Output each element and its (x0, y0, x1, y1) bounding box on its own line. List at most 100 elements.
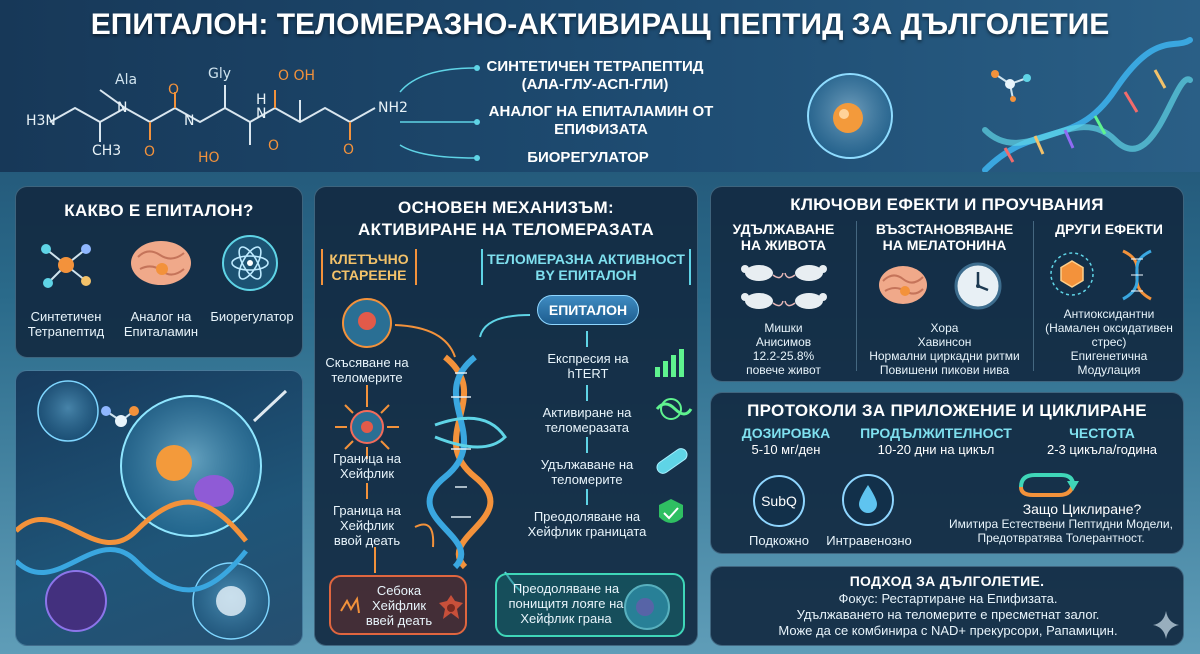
antioxidant-hexagon-icon (1050, 252, 1094, 296)
protocol-duration-value: 10-20 дни на цикъл (877, 442, 995, 457)
effect-lifespan-text: Мишки Анисимов 12.2-25.8% повече живот (711, 321, 856, 377)
effect-melatonin-t2: Хавинсон (917, 335, 972, 349)
nh2-label: NH2 (378, 100, 408, 116)
overcome-result-text: Преодоляване на понищитя лояге на Хейфли… (501, 581, 631, 626)
protocol-dosage: ДОЗИРОВКА 5-10 мг/ден (711, 425, 861, 457)
callout-epitalamin-line1: АНАЛОГ НА ЕПИТАЛАМИН ОТ (488, 103, 714, 120)
step-htert-l1: Експресия на (547, 351, 629, 366)
callout-epitalamin: АНАЛОГ НА ЕПИТАЛАМИН ОТ ЕПИФИЗАТА (476, 103, 726, 139)
epitalon-pill[interactable]: ЕПИТАЛОН (537, 295, 639, 325)
o-label-3: O (268, 138, 280, 154)
mechanism-title: ОСНОВЕН МЕХАНИЗЪМ: АКТИВИРАНЕ НА ТЕЛОМЕР… (315, 197, 697, 241)
cellular-aging-header: КЛЕТЪЧНО СТАРЕЕНЕ (321, 249, 417, 285)
effect-melatonin-t1: Хора (930, 321, 959, 335)
overcome-result-box: Преодоляване на понищитя лояге на Хейфли… (495, 573, 685, 637)
mechanism-flow-graphics (335, 298, 693, 630)
effect-lifespan-t3: 12.2-25.8% (752, 349, 815, 363)
n-label-3: N (256, 106, 267, 122)
effect-lifespan-t1: Мишки (764, 321, 803, 335)
effect-other-text: Антиоксидантни (Намален оксидативен стре… (1033, 307, 1185, 377)
step-telomere-elongation-l1: Удължаване на (540, 457, 634, 472)
effects-title: КЛЮЧОВИ ЕФЕКТИ И ПРОУЧВАНИЯ (790, 195, 1104, 214)
approach-l1: Фокус: Рестартиране на Епифизата. (838, 591, 1058, 606)
protocol-dosage-value: 5-10 мг/ден (751, 442, 821, 457)
atom-bioregulator-icon (222, 235, 278, 291)
step-hayflick-death: Граница на Хейфлик ввой деать (315, 503, 419, 548)
protocol-frequency-header: ЧЕСТОТА (1069, 425, 1135, 441)
what-item-tetrapeptide: Синтетичен Тетрапептид (16, 309, 116, 339)
step-telomere-elongation-l2: теломерите (551, 472, 623, 487)
overcome-result-l1: Преодоляване на (512, 581, 620, 596)
effect-melatonin-text: Хора Хавинсон Нормални циркадни ритми По… (856, 321, 1033, 377)
effect-lifespan-t4: повече живот (746, 363, 821, 377)
header-banner (0, 0, 1200, 172)
cell-sphere-illustration (807, 73, 893, 159)
effect-melatonin-t4: Повишени пикови нива (879, 363, 1010, 377)
subq-label: Подкожно (749, 533, 809, 548)
step-hayflick-death-l3: ввой деать (333, 533, 401, 548)
step-overcome-hayflick-l2: Хейфлик границата (527, 524, 647, 539)
clock-icon (954, 262, 1002, 310)
effect-other-t3: стрес) (1091, 335, 1127, 349)
n-label-1: N (117, 100, 128, 116)
senescence-result-text: Себока Хейфлик ввей деать (359, 583, 439, 628)
ho-label: HO (198, 150, 220, 166)
approach-title: ПОДХОД ЗА ДЪЛГОЛЕТИЕ. (849, 573, 1045, 589)
cells-dna-illustration (16, 380, 288, 640)
what-item-epitalamin: Аналог на Епиталамин (111, 309, 211, 339)
step-telomere-elongation: Удължаване на теломерите (527, 457, 647, 487)
effect-melatonin-h1: ВЪЗСТАНОВЯВАНЕ (875, 221, 1014, 237)
approach-text: Фокус: Рестартиране на Епифизата. Удължа… (711, 591, 1185, 639)
why-cycling-l2: Предотвратява Толерантност. (977, 531, 1145, 545)
dna-epigenetic-icon (1122, 249, 1152, 301)
step-hayflick-death-l1: Граница на (333, 503, 401, 518)
cellular-aging-l2: СТАРЕЕНЕ (331, 267, 407, 283)
protocol-dosage-header: ДОЗИРОВКА (741, 425, 831, 441)
n-label-2: N (184, 113, 195, 129)
protocol-duration: ПРОДЪЛЖИТЕЛНОСТ 10-20 дни на цикъл (851, 425, 1021, 457)
iv-drop-icon (842, 474, 894, 526)
step-hayflick-death-l2: Хейфлик (339, 518, 395, 533)
effect-melatonin-header: ВЪЗСТАНОВЯВАНЕ НА МЕЛАТОНИНА (856, 221, 1033, 253)
step-telomerase-activation-l1: Активиране на (542, 405, 632, 420)
what-item-tetrapeptide-l1: Синтетичен (30, 309, 102, 324)
cycle-arrows-icon (1019, 473, 1079, 497)
effect-melatonin-h2: НА МЕЛАТОНИНА (882, 237, 1007, 253)
what-item-tetrapeptide-l2: Тетрапептид (27, 324, 105, 339)
callout-epitalamin-line2: ЕПИФИЗАТА (554, 121, 648, 138)
cellular-aging-l1: КЛЕТЪЧНО (329, 251, 409, 267)
effect-other-t1: Антиоксидантни (1063, 307, 1155, 321)
overcome-result-l2: понищитя лояге на (508, 596, 624, 611)
what-item-epitalamin-l2: Епиталамин (123, 324, 199, 339)
dna-helix-header-icon (982, 37, 1193, 172)
protocols-title: ПРОТОКОЛИ ЗА ПРИЛОЖЕНИЕ И ЦИКЛИРАНЕ (747, 401, 1147, 420)
tetrapeptide-molecule-icon (41, 244, 91, 288)
panel-mechanism: ОСНОВЕН МЕХАНИЗЪМ: АКТИВИРАНЕ НА ТЕЛОМЕР… (314, 186, 698, 646)
approach-l2: Удължаването на теломерите е пресметнат … (796, 607, 1100, 622)
mechanism-title-l2: АКТИВИРАНЕ НА ТЕЛОМЕРАЗАТА (358, 220, 654, 239)
telomerase-activity-l2: BY ЕПИТАЛОН (535, 267, 637, 283)
molecule-node-icon-top (991, 70, 1031, 102)
effect-lifespan-t2: Анисимов (755, 335, 812, 349)
mice-icon (741, 265, 827, 309)
panel-what-is: КАКВО Е ЕПИТАЛОН? Синтетичен Тетрапептид… (15, 186, 303, 358)
senescence-result-l2: Хейфлик (371, 598, 427, 613)
callout-connectors (399, 65, 480, 161)
step-telomere-shortening: Скъсяване на теломерите (315, 355, 419, 385)
gly-label: Gly (208, 66, 232, 82)
why-cycling-text: Имитира Естествени Пептидни Модели, Пред… (939, 517, 1183, 545)
telomerase-activity-header: ТЕЛОМЕРАЗНА АКТИВНОСТ BY ЕПИТАЛОН (481, 249, 691, 285)
step-hayflick-limit-l2: Хейфлик (339, 466, 395, 481)
step-overcome-hayflick-l1: Преодоляване на (533, 509, 641, 524)
step-telomerase-activation: Активиране на теломеразата (527, 405, 647, 435)
telomerase-activity-l1: ТЕЛОМЕРАЗНА АКТИВНОСТ (487, 251, 685, 267)
step-hayflick-limit: Граница на Хейфлик (315, 451, 419, 481)
mechanism-title-l1: ОСНОВЕН МЕХАНИЗЪМ: (398, 198, 614, 217)
callout-bioregulator: БИОРЕГУЛАТОР (527, 149, 649, 166)
effect-melatonin-t3: Нормални циркадни ритми (869, 349, 1020, 363)
iv-label: Интравенозно (826, 533, 912, 548)
protocol-duration-header: ПРОДЪЛЖИТЕЛНОСТ (860, 425, 1012, 441)
senescence-result-l3: ввей деать (365, 613, 433, 628)
step-telomere-shortening-l1: Скъсяване на (325, 355, 409, 370)
o-label-2: O (168, 82, 180, 98)
